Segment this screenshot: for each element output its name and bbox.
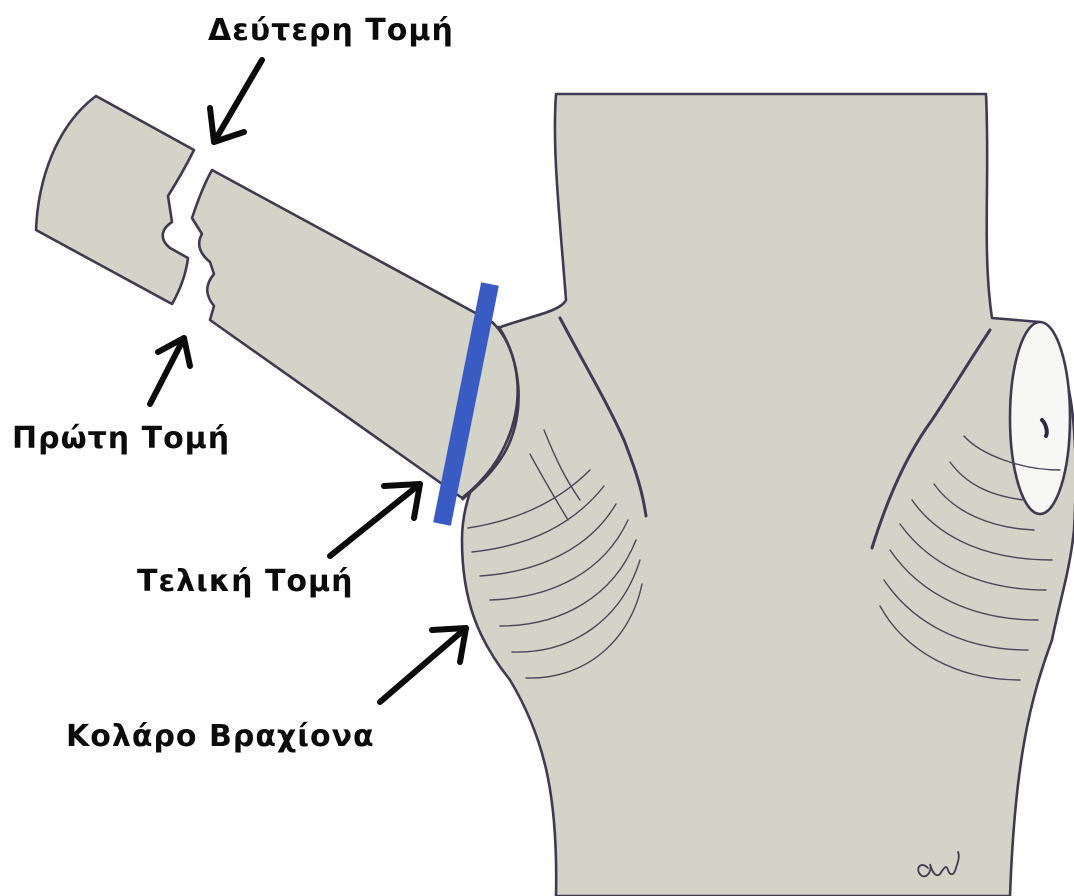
first-cut-label: Πρώτη Τομή	[12, 424, 230, 454]
branch-cutoff-piece	[36, 96, 194, 304]
first-cut-arrow	[150, 338, 190, 404]
branch-collar-label: Κολάρο Βραχίονα	[66, 722, 375, 752]
right-cut-face	[1010, 322, 1070, 514]
branch-collar-arrow	[380, 628, 466, 702]
branch-stub	[192, 170, 518, 498]
second-cut-arrow	[210, 60, 262, 142]
final-cut-label: Τελική Τομή	[137, 567, 353, 597]
second-cut-label: Δεύτερη Τομή	[208, 16, 454, 46]
final-cut-arrow	[330, 484, 420, 556]
